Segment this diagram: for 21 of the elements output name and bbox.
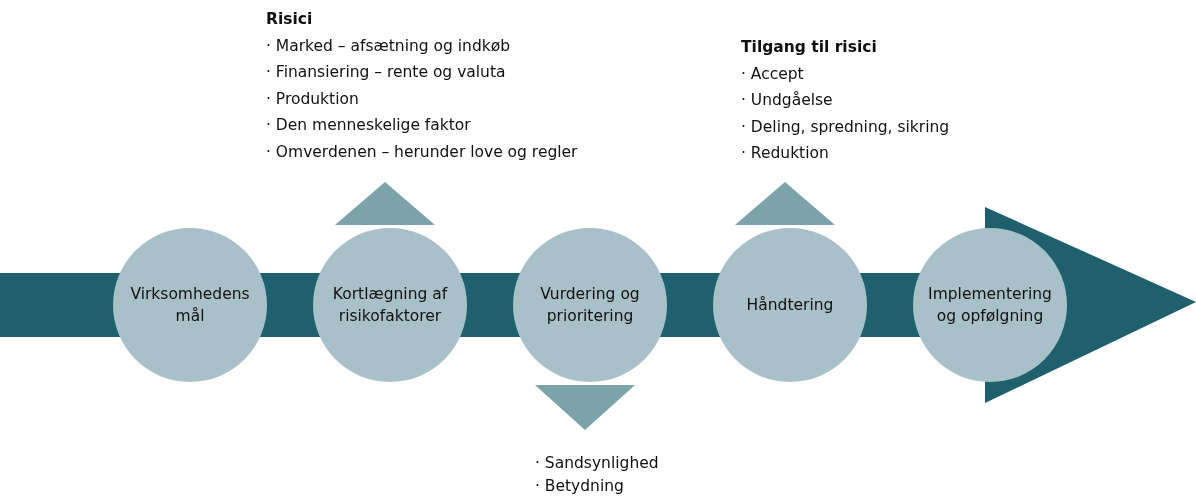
list-item: · Den menneskelige faktor xyxy=(266,115,472,136)
list-item: · Reduktion xyxy=(741,143,830,164)
list-item: · Undgåelse xyxy=(741,90,834,111)
triangle-arrow xyxy=(535,385,635,430)
step-label: Vurdering og prioritering xyxy=(539,283,641,327)
list-heading: Risici xyxy=(266,9,314,30)
step-label: Virksomhedens mål xyxy=(129,283,251,327)
step-label: Kortlægning af risikofaktorer xyxy=(331,283,449,327)
list-item: · Omverdenen – herunder love og regler xyxy=(266,141,579,163)
step-label: Håndtering xyxy=(745,294,835,316)
triangle-arrow xyxy=(335,182,435,225)
list-item: · Marked – afsætning og indkøb xyxy=(266,35,512,57)
list-item: · Deling, spredning, sikring xyxy=(741,116,951,138)
list-item: · Betydning xyxy=(535,476,625,497)
list-heading: Tilgang til risici xyxy=(741,37,878,58)
list-item: · Finansiering – rente og valuta xyxy=(266,62,507,83)
triangle-arrow xyxy=(735,182,835,225)
step-label: Implementering og opfølgning xyxy=(927,283,1053,327)
list-item: · Produktion xyxy=(266,88,360,110)
list-item: · Accept xyxy=(741,63,805,85)
list-item: · Sandsynlighed xyxy=(535,453,660,474)
